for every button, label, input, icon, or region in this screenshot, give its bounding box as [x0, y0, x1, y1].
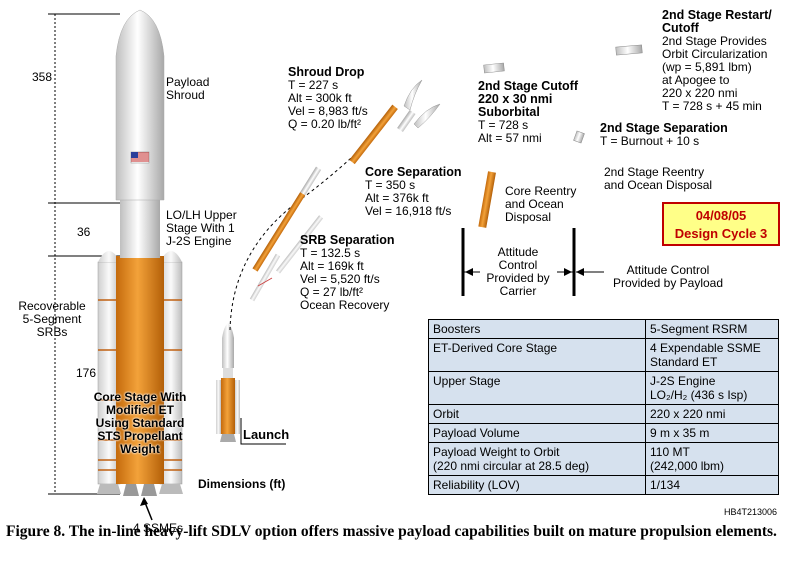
cutoff-line: Alt = 57 nmi	[478, 131, 542, 145]
spec-value: 1/134	[645, 475, 779, 495]
dimension-line	[48, 13, 120, 495]
dimension-36: 36	[77, 225, 91, 239]
srb-sep-line: Alt = 169k ft	[300, 259, 364, 273]
attitude-carrier-label: Attitude Control Provided by Carrier	[486, 245, 550, 298]
stage2-restart-title2: Cutoff	[662, 21, 699, 35]
core-reentry-vehicle	[478, 171, 496, 228]
stage2-cutoff-orbit: 220 x 30 nmi	[478, 92, 553, 106]
srb-sep-line: Vel = 5,520 ft/s	[300, 272, 380, 286]
spec-value: 5-Segment RSRM	[645, 319, 779, 339]
srbs-label: Recoverable 5-Segment SRBs	[18, 299, 86, 339]
shroud-drop-title: Shroud Drop	[288, 65, 365, 79]
stage2-separation-block: 2nd Stage Separation T = Burnout + 10 s	[600, 122, 728, 148]
launch-bracket	[240, 418, 286, 445]
core-stage-label: Core Stage With Modified ET Using Standa…	[93, 390, 187, 456]
stage2-restart-block: 2nd Stage Restart/ Cutoff 2nd Stage Prov…	[662, 9, 772, 113]
srb-separation-block: SRB Separation T = 132.5 s Alt = 169k ft…	[300, 234, 394, 312]
spec-label: Payload Weight to Orbit (220 nmi circula…	[428, 442, 646, 476]
table-row: Reliability (LOV)1/134	[428, 475, 779, 495]
spec-label: Reliability (LOV)	[428, 475, 646, 495]
core-sep-line: Vel = 16,918 ft/s	[365, 204, 452, 218]
dimension-176: 176	[76, 366, 97, 380]
stage2-separation-title: 2nd Stage Separation	[600, 121, 728, 135]
shroud-line: Alt = 300k ft	[288, 91, 352, 105]
core-separation-title: Core Separation	[365, 165, 462, 179]
restart-line: Orbit Circularization	[662, 47, 768, 61]
shroud-line: T = 227 s	[288, 78, 339, 92]
upper-stage-label: LO/LH Upper Stage With 1 J-2S Engine	[166, 208, 237, 248]
launch-label: Launch	[243, 427, 290, 442]
core-sep-line: T = 350 s	[365, 178, 416, 192]
launch-vehicle	[97, 9, 183, 496]
payload-shroud-label: Payload Shroud	[166, 75, 210, 102]
shroud-line: Q = 0.20 lb/ft²	[288, 117, 362, 131]
document-id: HB4T213006	[724, 507, 778, 517]
cutoff-line: T = 728 s	[478, 118, 529, 132]
second-stage-cutoff-icon	[483, 62, 505, 74]
shroud-line: Vel = 8,983 ft/s	[288, 104, 368, 118]
dimensions-title: Dimensions (ft)	[198, 477, 286, 491]
srb-sep-line: Ocean Recovery	[300, 298, 390, 312]
second-stage-separation-icon	[573, 130, 585, 144]
srb-separation-title: SRB Separation	[300, 233, 395, 247]
restart-line: T = 728 s + 45 min	[662, 99, 762, 113]
ssmes-label: 4 SSMEs	[133, 521, 184, 535]
stage2-sep-line: T = Burnout + 10 s	[600, 134, 700, 148]
launch-vehicle-small	[216, 323, 240, 442]
design-date: 04/08/05	[695, 208, 747, 223]
spec-label: ET-Derived Core Stage	[428, 338, 646, 372]
second-stage-restart-icon	[615, 44, 643, 56]
spec-label: Payload Volume	[428, 423, 646, 443]
stage2-cutoff-block: 2nd Stage Cutoff 220 x 30 nmi Suborbital…	[478, 80, 578, 145]
dimension-358: 358	[32, 70, 53, 84]
restart-line: 220 x 220 nmi	[662, 86, 738, 100]
spec-value: 220 x 220 nmi	[645, 404, 779, 424]
spec-value: 110 MT (242,000 lbm)	[645, 442, 779, 476]
table-row: Payload Weight to Orbit (220 nmi circula…	[428, 442, 779, 476]
attitude-payload-label: Attitude Control Provided by Payload	[612, 263, 724, 290]
design-cycle-box: 04/08/05 Design Cycle 3	[662, 202, 780, 246]
spec-label: Orbit	[428, 404, 646, 424]
srb-separation-vehicle	[249, 166, 324, 302]
shroud-drop-block: Shroud Drop T = 227 s Alt = 300k ft Vel …	[288, 66, 368, 131]
restart-line: 2nd Stage Provides	[662, 34, 767, 48]
srb-sep-line: T = 132.5 s	[300, 246, 361, 260]
spec-value: J-2S Engine LO₂/H₂ (436 s Isp)	[645, 371, 779, 405]
core-separation-vehicle	[349, 79, 441, 165]
spec-label: Boosters	[428, 319, 646, 339]
restart-line: at Apogee to	[662, 73, 730, 87]
spec-value: 9 m x 35 m	[645, 423, 779, 443]
design-cycle: Design Cycle 3	[674, 226, 768, 241]
core-reentry-label: Core Reentry and Ocean Disposal	[505, 184, 577, 224]
stage2-restart-title: 2nd Stage Restart/	[662, 8, 772, 22]
restart-line: (wp = 5,891 lbm)	[662, 60, 752, 74]
figure-caption: Figure 8. The in-line heavy-lift SDLV op…	[6, 523, 777, 540]
stage2-cutoff-title: 2nd Stage Cutoff	[478, 79, 578, 93]
stage2-cutoff-suborbital: Suborbital	[478, 105, 540, 119]
spec-value: 4 Expendable SSME Standard ET	[645, 338, 779, 372]
core-sep-line: Alt = 376k ft	[365, 191, 429, 205]
stage2-reentry-label: 2nd Stage Reentry and Ocean Disposal	[604, 165, 713, 192]
srb-sep-line: Q = 27 lb/ft²	[300, 285, 364, 299]
spec-label: Upper Stage	[428, 371, 646, 405]
core-separation-block: Core Separation T = 350 s Alt = 376k ft …	[365, 166, 462, 218]
